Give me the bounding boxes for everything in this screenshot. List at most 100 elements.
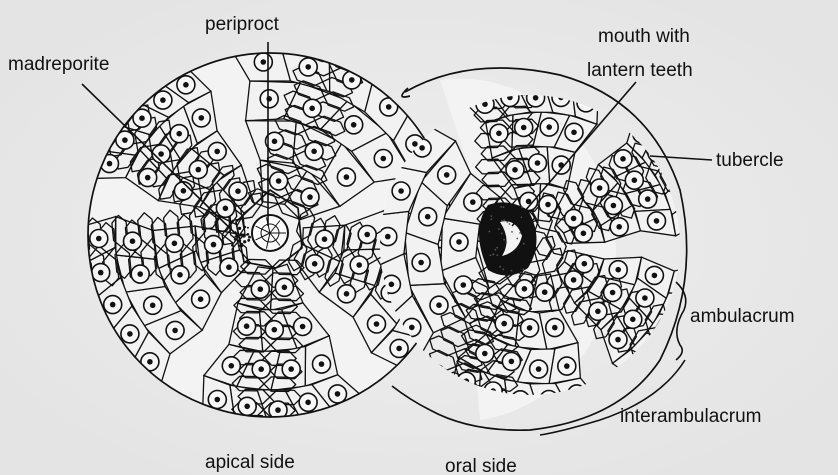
tubercle-icon xyxy=(614,150,632,168)
tubercle-icon xyxy=(208,142,226,160)
tubercle-icon xyxy=(131,265,149,283)
tubercle-icon xyxy=(260,90,278,108)
tubercle-icon xyxy=(476,345,494,363)
tubercle-icon xyxy=(329,385,347,403)
lantern-teeth xyxy=(479,202,537,275)
tubercle-icon xyxy=(254,53,272,71)
label-madreporite: madreporite xyxy=(8,54,109,75)
tubercle-icon xyxy=(610,218,628,236)
label-periproct: periproct xyxy=(205,14,280,35)
tubercle-icon xyxy=(171,266,189,284)
tubercle-icon xyxy=(216,199,234,217)
tubercle-icon xyxy=(154,91,172,109)
tubercle-icon xyxy=(565,271,583,289)
label-apical-side: apical side xyxy=(205,452,295,473)
tubercle-icon xyxy=(604,284,622,302)
tubercle-icon xyxy=(625,171,643,189)
tubercle-icon xyxy=(350,256,368,274)
tubercle-icon xyxy=(306,255,324,273)
label-interambulacrum: interambulacrum xyxy=(620,406,762,427)
tubercle-icon xyxy=(294,318,312,336)
tubercle-icon xyxy=(139,169,157,187)
tubercle-icon xyxy=(282,360,300,378)
tubercle-icon xyxy=(454,276,472,294)
tubercle-icon xyxy=(338,285,356,303)
tubercle-icon xyxy=(208,391,226,409)
tubercle-icon xyxy=(305,142,323,160)
tubercle-icon xyxy=(170,125,188,143)
tubercle-icon xyxy=(299,393,317,411)
tubercle-icon xyxy=(540,118,558,136)
tubercle-icon xyxy=(490,124,508,142)
tubercle-icon xyxy=(303,99,321,117)
tubercle-icon xyxy=(265,321,283,339)
tubercle-icon xyxy=(358,226,376,244)
tubercle-icon xyxy=(104,296,122,314)
tubercle-icon xyxy=(506,161,524,179)
tubercle-icon xyxy=(301,188,319,206)
tubercle-icon xyxy=(238,317,256,335)
tubercle-icon xyxy=(648,212,666,230)
tubercle-icon xyxy=(450,233,468,251)
tubercle-icon xyxy=(529,154,547,172)
tubercle-icon xyxy=(174,182,192,200)
tubercle-icon xyxy=(645,266,663,284)
tubercle-icon xyxy=(558,357,576,375)
tubercle-icon xyxy=(536,283,554,301)
label-mouth-line2: lantern teeth xyxy=(587,60,693,81)
tubercle-icon xyxy=(189,161,207,179)
tubercle-icon xyxy=(609,331,627,349)
tubercle-icon xyxy=(412,254,430,272)
tubercle-icon xyxy=(589,302,607,320)
tubercle-icon xyxy=(515,280,533,298)
tubercle-icon xyxy=(124,232,142,250)
tubercle-icon xyxy=(192,109,210,127)
tubercle-icon xyxy=(313,355,331,373)
tubercle-icon xyxy=(515,119,533,137)
tubercle-icon xyxy=(565,123,583,141)
tubercle-icon xyxy=(392,182,410,200)
tubercle-icon xyxy=(177,76,195,94)
tubercle-icon xyxy=(502,352,520,370)
tubercle-icon xyxy=(337,168,355,186)
tubercle-icon xyxy=(609,261,627,279)
tubercle-icon xyxy=(575,255,593,273)
tubercle-icon xyxy=(238,397,256,415)
tubercle-icon xyxy=(121,325,139,343)
tubercle-icon xyxy=(546,319,564,337)
tubercle-icon xyxy=(636,289,654,307)
tubercle-icon xyxy=(345,116,363,134)
tubercle-icon xyxy=(374,150,392,168)
tubercle-icon xyxy=(438,166,456,184)
tubercle-icon xyxy=(92,264,110,282)
label-ambulacrum: ambulacrum xyxy=(690,306,795,327)
tubercle-icon xyxy=(275,278,293,296)
tubercle-icon xyxy=(574,224,592,242)
tubercle-icon xyxy=(229,182,247,200)
tubercle-icon xyxy=(464,193,482,211)
tubercle-icon xyxy=(390,339,408,357)
tubercle-icon xyxy=(591,179,609,197)
tubercle-icon xyxy=(222,357,240,375)
tubercle-icon xyxy=(495,315,513,333)
tubercle-icon xyxy=(165,234,183,252)
tubercle-icon xyxy=(316,230,334,248)
tubercle-icon xyxy=(368,315,386,333)
tubercle-icon xyxy=(299,58,317,76)
tubercle-icon xyxy=(521,319,539,337)
tubercle-icon xyxy=(251,280,269,298)
tubercle-icon xyxy=(552,156,570,174)
tubercle-icon xyxy=(530,360,548,378)
tubercle-icon xyxy=(270,172,288,190)
tubercle-icon xyxy=(604,197,622,215)
tubercle-icon xyxy=(252,360,270,378)
tubercle-icon xyxy=(430,296,448,314)
tubercle-icon xyxy=(539,196,557,214)
tubercle-icon xyxy=(205,236,223,254)
tubercle-icon xyxy=(192,290,210,308)
tubercle-icon xyxy=(379,228,397,246)
label-oral-side: oral side xyxy=(445,456,517,475)
tubercle-icon xyxy=(639,190,657,208)
tubercle-icon xyxy=(419,208,437,226)
label-tubercle: tubercle xyxy=(716,150,784,171)
